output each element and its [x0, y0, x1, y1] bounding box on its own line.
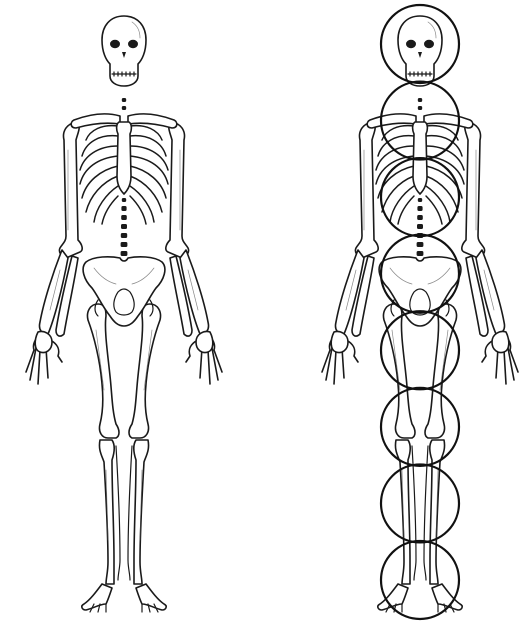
head-unit-circle — [381, 464, 459, 542]
skeleton-with-head-circles — [322, 5, 518, 619]
head-unit-circle — [381, 541, 459, 619]
head-unit-circle — [381, 388, 459, 466]
skeleton-plain — [26, 16, 222, 612]
